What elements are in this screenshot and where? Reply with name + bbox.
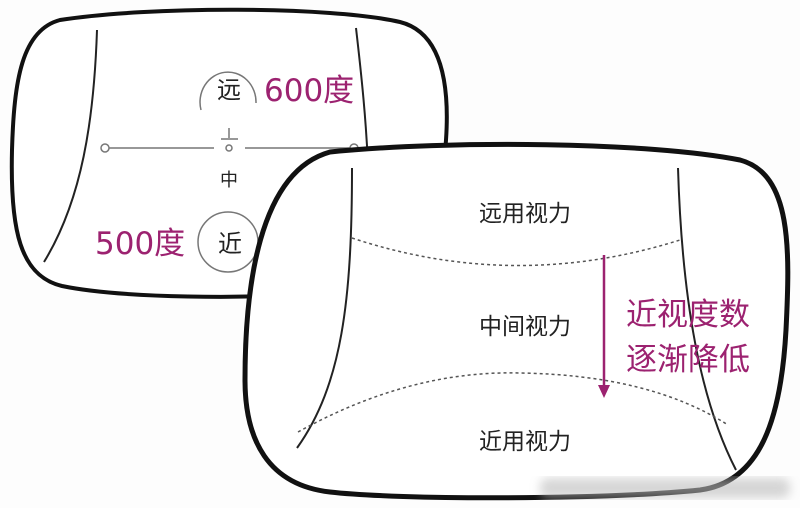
- far-zone-label: 远用视力: [479, 201, 571, 227]
- progressive-lens: 远用视力 中间视力 近用视力 近视度数 逐渐降低: [242, 141, 791, 501]
- far-label: 远: [217, 76, 241, 104]
- optical-center: [225, 144, 233, 152]
- right-lens-inner-right-line: [677, 167, 737, 471]
- blurred-watermark: [540, 478, 790, 498]
- near-zone-boundary: [297, 372, 729, 433]
- near-power: 500度: [95, 226, 185, 262]
- far-zone-boundary: [351, 237, 681, 267]
- axis-end-left: [100, 143, 110, 153]
- near-zone-label: 近用视力: [479, 429, 571, 455]
- decrease-arrow-head: [598, 385, 610, 398]
- middle-zone-label: 中间视力: [479, 314, 571, 340]
- right-lens-inner-left-line: [296, 167, 353, 449]
- left-lens-inner-left-line: [43, 29, 98, 263]
- note-line-2: 逐渐降低: [626, 342, 750, 378]
- middle-label: 中: [220, 170, 238, 191]
- note-line-1: 近视度数: [626, 297, 750, 333]
- near-label: 近: [218, 230, 242, 258]
- far-circle: [199, 71, 257, 111]
- far-power: 600度: [264, 73, 354, 109]
